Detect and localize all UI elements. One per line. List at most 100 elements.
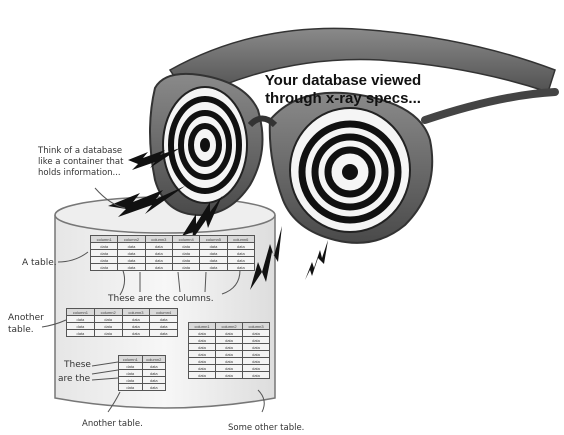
column-header: column4 <box>150 309 178 316</box>
table-cell: data <box>67 330 95 337</box>
table-cell: data <box>91 250 118 257</box>
table-header-row: column1column2column3column4 <box>67 309 178 316</box>
column-header: column2 <box>118 236 145 243</box>
table-cell: data <box>172 264 199 271</box>
container-note-line: like a container that <box>38 157 124 167</box>
another-table-left-line: Another <box>8 313 44 323</box>
headline-line-2: through x-ray specs... <box>258 90 428 108</box>
columns-label: These are the columns. <box>107 294 214 304</box>
column-header: column1 <box>189 323 216 330</box>
table-another-bottom: column1column2datadatadatadatadatadatada… <box>118 355 166 391</box>
table-header-row: column1column2 <box>119 356 166 363</box>
table-cell: data <box>243 337 270 344</box>
these-are-the-line: are the <box>58 374 91 384</box>
some-other-table-label: Some other table. <box>228 423 304 433</box>
table-cell: data <box>189 351 216 358</box>
table-cell: data <box>189 372 216 379</box>
column-header: column2 <box>216 323 243 330</box>
table-cell: data <box>118 243 145 250</box>
table-cell: data <box>172 250 199 257</box>
table-cell: data <box>216 351 243 358</box>
column-header: column3 <box>243 323 270 330</box>
container-note: Think of a database like a container tha… <box>37 146 126 178</box>
table-cell: data <box>94 316 122 323</box>
table-cell: data <box>118 264 145 271</box>
table-cell: data <box>216 344 243 351</box>
table-cell: data <box>142 384 166 391</box>
table-cell: data <box>91 243 118 250</box>
table-cell: data <box>172 243 199 250</box>
table-cell: data <box>94 330 122 337</box>
table-cell: data <box>227 250 254 257</box>
table-cell: data <box>243 330 270 337</box>
table-cell: data <box>150 323 178 330</box>
table-cell: data <box>150 316 178 323</box>
another-table-left-label: Another table. <box>8 313 47 335</box>
headline-line-1: Your database viewed <box>258 72 428 90</box>
column-header: column1 <box>67 309 95 316</box>
table-cell: data <box>145 243 172 250</box>
column-header: column2 <box>142 356 166 363</box>
table-cell: data <box>227 243 254 250</box>
column-header: column1 <box>119 356 143 363</box>
table-cell: data <box>243 372 270 379</box>
column-header: column1 <box>91 236 118 243</box>
table-cell: data <box>145 257 172 264</box>
table-row: datadata <box>119 384 166 391</box>
table-cell: data <box>189 344 216 351</box>
table-cell: data <box>243 358 270 365</box>
table-cell: data <box>119 377 143 384</box>
table-cell: data <box>216 372 243 379</box>
table-another-left: column1column2column3column4datadatadata… <box>66 308 178 337</box>
table-cell: data <box>145 264 172 271</box>
table-row: datadatadatadata <box>67 323 178 330</box>
table-cell: data <box>189 330 216 337</box>
column-header: column3 <box>122 309 150 316</box>
table-cell: data <box>227 264 254 271</box>
table-cell: data <box>243 351 270 358</box>
table-row: datadatadata <box>189 344 270 351</box>
these-are-the-line: These <box>63 360 91 370</box>
table-cell: data <box>94 323 122 330</box>
table-cell: data <box>172 257 199 264</box>
table-cell: data <box>142 363 166 370</box>
table-cell: data <box>142 377 166 384</box>
column-header: column4 <box>172 236 199 243</box>
container-note-line: holds information... <box>38 168 121 178</box>
table-cell: data <box>122 316 150 323</box>
container-note-line: Think of a database <box>37 146 122 156</box>
table-cell: data <box>189 337 216 344</box>
table-cell: data <box>122 330 150 337</box>
left-spiral-lens-icon <box>163 87 247 203</box>
table-cell: data <box>200 250 227 257</box>
table-cell: data <box>150 330 178 337</box>
table-cell: data <box>200 243 227 250</box>
a-table-label: A table. <box>22 258 57 268</box>
table-cell: data <box>216 330 243 337</box>
column-header: column6 <box>227 236 254 243</box>
table-cell: data <box>142 370 166 377</box>
another-table-bottom-label: Another table. <box>82 419 143 429</box>
table-cell: data <box>189 358 216 365</box>
table-cell: data <box>91 257 118 264</box>
table-cell: data <box>227 257 254 264</box>
table-cell: data <box>145 250 172 257</box>
table-cell: data <box>243 365 270 372</box>
headline: Your database viewed through x-ray specs… <box>258 72 428 108</box>
